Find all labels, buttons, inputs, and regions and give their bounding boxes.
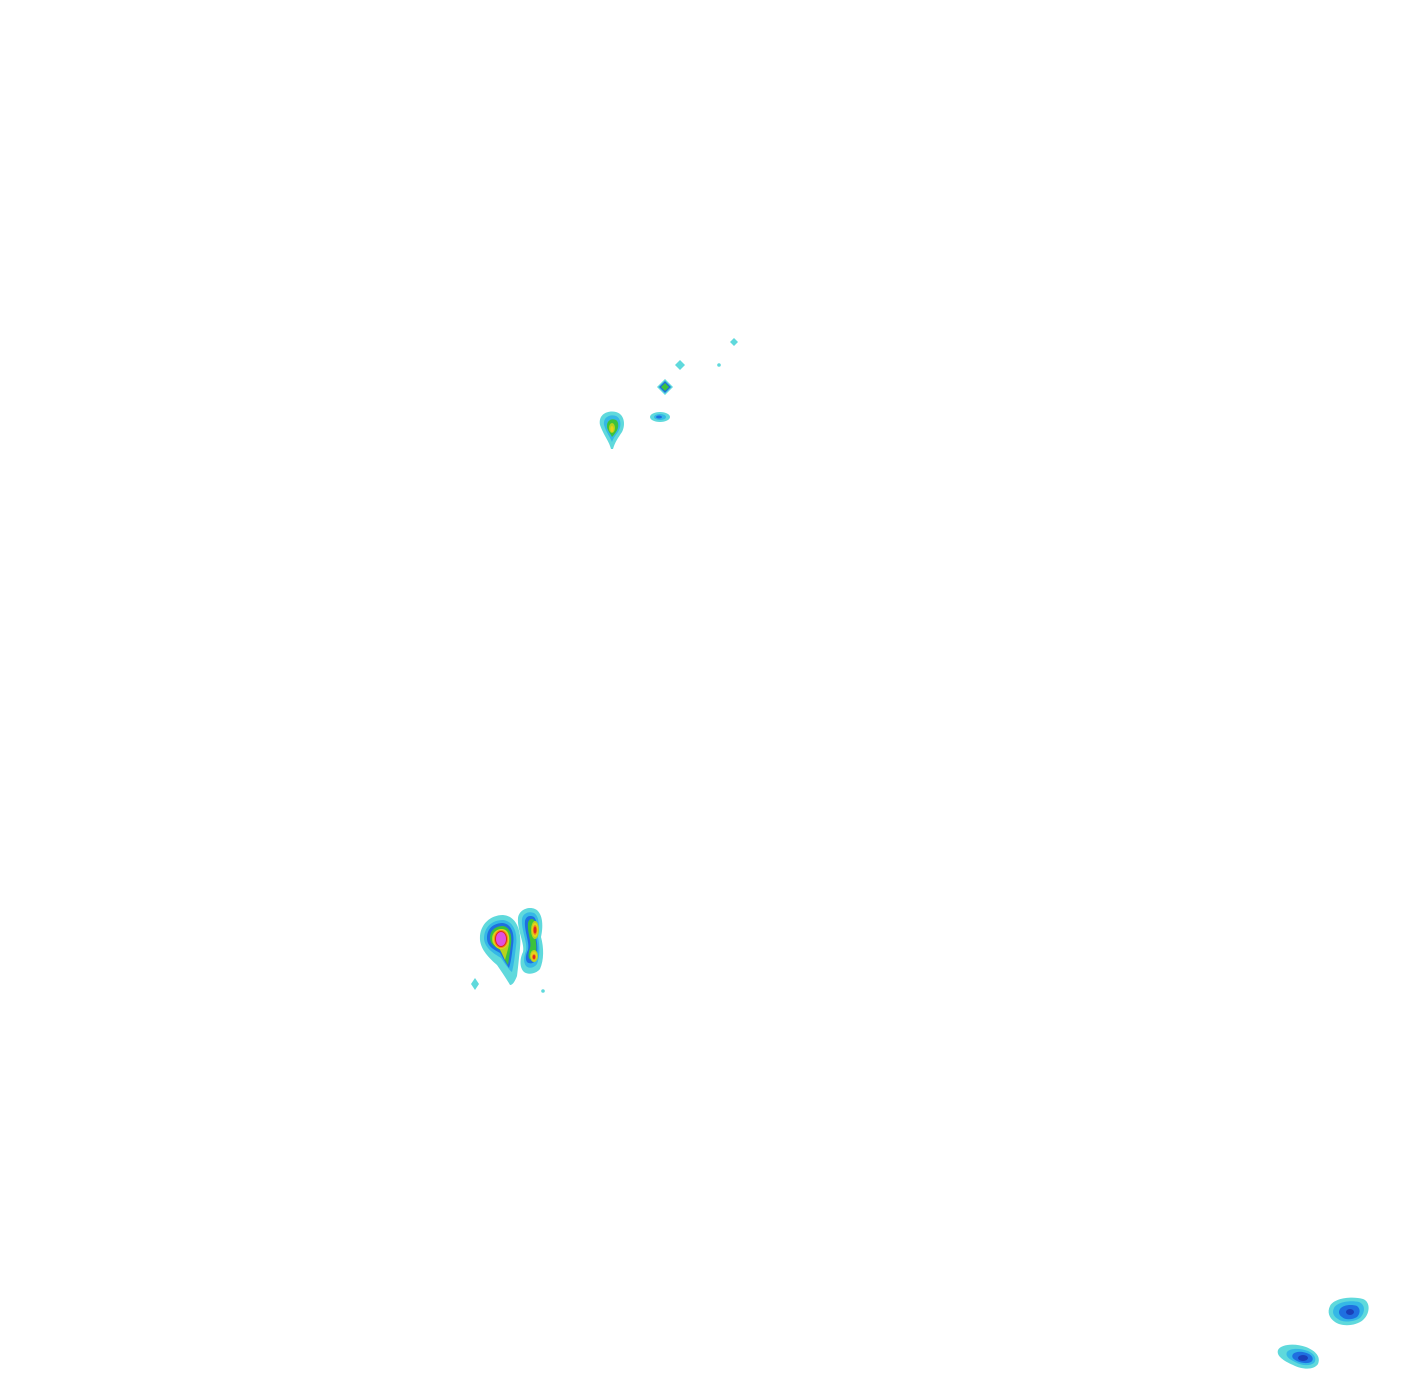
precip-cell-i <box>1277 1344 1319 1369</box>
precip-cell-g <box>517 908 544 974</box>
precip-speck-right <box>541 989 545 993</box>
precip-cell-d <box>675 360 685 370</box>
cell-h-level-4 <box>1346 1309 1354 1315</box>
cell-f-level-9 <box>496 932 506 946</box>
precip-cell-f <box>479 915 521 985</box>
precip-cell-a <box>599 411 624 449</box>
precip-cell-e <box>730 338 738 346</box>
cell-b-level-3 <box>656 415 662 419</box>
precip-speck <box>717 363 721 367</box>
cell-e-level-1 <box>730 338 738 346</box>
precip-speck-left <box>471 978 479 990</box>
cell-d-level-1 <box>675 360 685 370</box>
cell-g-core-lower-4 <box>532 955 536 959</box>
precip-cell-c <box>657 379 673 395</box>
cell-i-level-4 <box>1298 1355 1308 1361</box>
cell-a-level-5 <box>610 426 614 432</box>
cell-c-level-3 <box>661 383 669 391</box>
precip-cell-b <box>650 412 670 422</box>
cell-g-core-upper-4 <box>533 926 537 934</box>
precip-cell-h <box>1328 1297 1369 1326</box>
